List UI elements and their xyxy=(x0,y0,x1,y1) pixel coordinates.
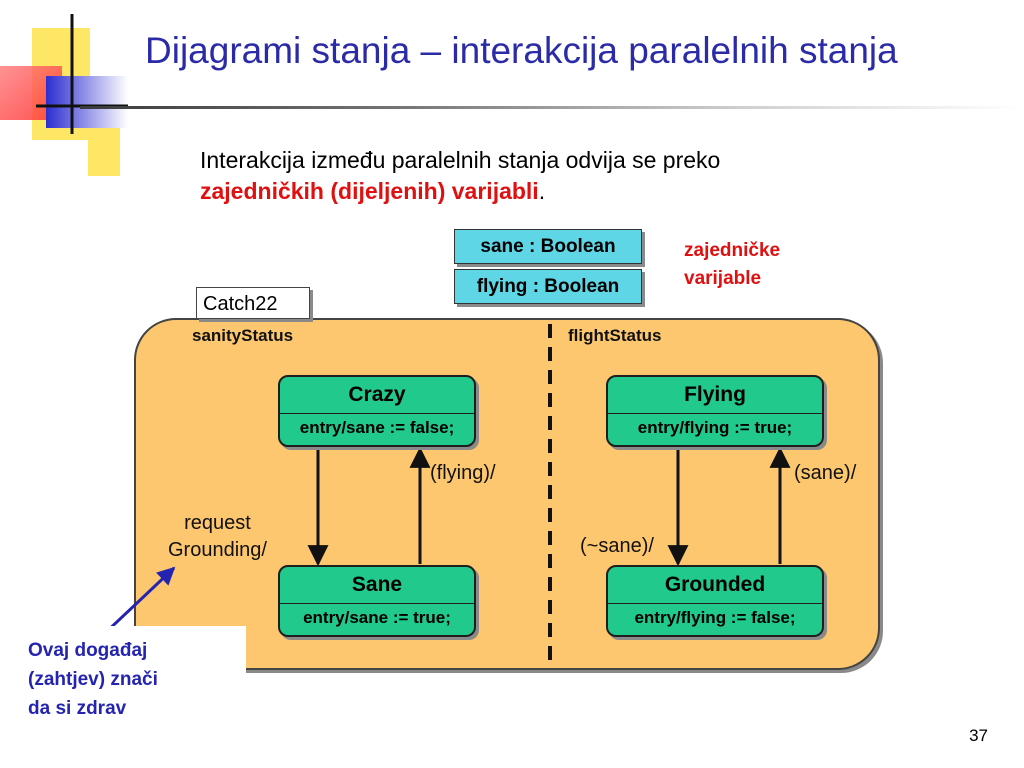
callout-text: Ovaj događaj (zahtjev) znači da si zdrav xyxy=(28,636,158,723)
slide-title: Dijagrami stanja – interakcija paralelni… xyxy=(145,30,898,71)
transition-label-not-sane: (~sane)/ xyxy=(580,535,654,557)
callout-line: da si zdrav xyxy=(28,698,127,719)
transition-label-request-grounding: request Grounding/ xyxy=(168,510,267,564)
state-sane: Sane entry/sane := true; xyxy=(278,565,476,637)
intro-period: . xyxy=(538,178,546,204)
transition-label-sane: (sane)/ xyxy=(794,462,857,484)
state-grounded: Grounded entry/flying := false; xyxy=(606,565,824,637)
state-entry-action: entry/sane := false; xyxy=(299,418,455,437)
region-label-sanity-status: sanityStatus xyxy=(192,326,294,345)
variable-flying: flying : Boolean xyxy=(454,269,642,304)
variable-sane: sane : Boolean xyxy=(454,229,642,264)
transition-label-line: Grounding/ xyxy=(168,539,267,561)
page-number: 37 xyxy=(969,726,988,745)
state-name: Flying xyxy=(608,377,822,414)
intro-line: Interakcija između paralelnih stanja odv… xyxy=(200,147,721,173)
region-label-flight-status: flightStatus xyxy=(568,326,662,345)
callout-pointer-arrow xyxy=(100,566,176,638)
title-underline xyxy=(80,106,1024,109)
shared-variables-note: zajedničke varijable xyxy=(684,237,780,293)
state-name: Crazy xyxy=(280,377,474,414)
state-name: Grounded xyxy=(608,567,822,604)
callout-line: (zahtjev) znači xyxy=(28,669,158,690)
state-entry-action: entry/flying := false; xyxy=(634,608,796,627)
blue-square xyxy=(46,76,128,128)
callout-line: Ovaj događaj xyxy=(28,640,148,661)
state-flying: Flying entry/flying := true; xyxy=(606,375,824,447)
callout-box xyxy=(0,626,246,738)
state-entry-action: entry/flying := true; xyxy=(637,418,793,437)
transition-label-line: request xyxy=(184,512,251,534)
state-crazy: Crazy entry/sane := false; xyxy=(278,375,476,447)
note-line: zajedničke xyxy=(684,240,781,261)
intro-text: Interakcija između paralelnih stanja odv… xyxy=(200,145,720,207)
note-line: varijable xyxy=(684,268,762,289)
intro-highlight: zajedničkih (dijeljenih) varijabli xyxy=(200,178,539,204)
composite-state-name-tab: Catch22 xyxy=(196,287,310,319)
transition-label-flying: (flying)/ xyxy=(430,462,496,484)
state-name: Sane xyxy=(280,567,474,604)
state-entry-action: entry/sane := true; xyxy=(303,608,451,627)
